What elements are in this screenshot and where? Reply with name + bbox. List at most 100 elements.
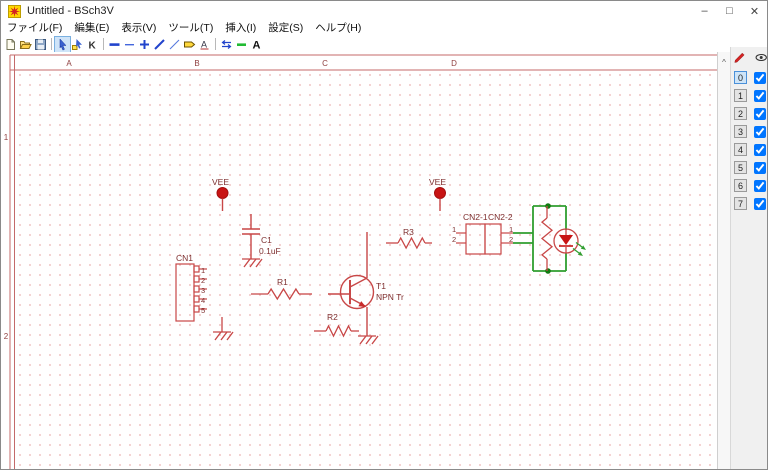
- thin-diagonal-line-tool-icon[interactable]: [167, 37, 182, 52]
- cn1-pin: 2: [201, 276, 205, 285]
- layer-button-3[interactable]: 3: [734, 125, 747, 138]
- minimize-button[interactable]: –: [701, 5, 708, 17]
- resistor-led-branch[interactable]: [540, 206, 554, 271]
- line-tool-icon[interactable]: [122, 37, 137, 52]
- layer-visible-checkbox-4[interactable]: [754, 143, 766, 156]
- menu-item-edit[interactable]: 編集(E): [74, 22, 110, 34]
- svg-text:A: A: [253, 39, 261, 51]
- r3-ref: R3: [403, 227, 414, 237]
- layer-visible-checkbox-0[interactable]: [754, 71, 766, 84]
- row-label-1: 1: [4, 133, 9, 142]
- power-symbol-vee-2[interactable]: VEE: [429, 177, 446, 211]
- layer-button-1[interactable]: 1: [734, 89, 747, 102]
- menu-item-insert[interactable]: 挿入(I): [225, 22, 257, 34]
- block-select-tool-icon[interactable]: [70, 37, 85, 52]
- vee-label: VEE: [212, 177, 229, 187]
- select-tool-icon[interactable]: [54, 35, 71, 53]
- led-emission-arrows: [572, 242, 586, 256]
- cn1-ref: CN1: [176, 253, 193, 263]
- new-document-icon[interactable]: [3, 37, 18, 52]
- layer-visible-checkbox-6[interactable]: [754, 179, 766, 192]
- svg-text:K: K: [89, 40, 97, 51]
- window-title: Untitled - BSch3V: [27, 5, 114, 17]
- resistor-r3[interactable]: R3: [386, 227, 432, 250]
- connector-cn2[interactable]: CN2-1 CN2-2 1 2 1 2: [452, 212, 513, 255]
- menu-item-view[interactable]: 表示(V): [121, 22, 157, 34]
- c1-ref: C1: [261, 235, 272, 245]
- cn2-right-ref: CN2-2: [488, 212, 513, 222]
- layer-visible-checkbox-7[interactable]: [754, 197, 766, 210]
- text-underline-tool-icon[interactable]: A: [197, 37, 212, 52]
- layer-row-2: 2: [731, 107, 767, 120]
- grid-dots: [15, 70, 717, 469]
- layer-panel: 0 1 2 3 4 5 6: [730, 47, 767, 469]
- cn1-pin: 4: [201, 296, 205, 305]
- schematic-canvas[interactable]: A B C D 1 2 VEE C1 0.1uF: [1, 52, 717, 469]
- green-segment-tool-icon[interactable]: [234, 37, 249, 52]
- layer-row-3: 3: [731, 125, 767, 138]
- connector-cn1[interactable]: CN1 1 2 3 4 5: [175, 253, 207, 322]
- close-button[interactable]: ✕: [749, 5, 760, 18]
- wire-net[interactable]: [513, 203, 567, 274]
- cn1-pin: 1: [201, 266, 205, 275]
- save-icon[interactable]: [33, 37, 48, 52]
- title-bar: Untitled - BSch3V – □ ✕: [1, 1, 767, 21]
- text-bold-tool-icon[interactable]: A: [249, 37, 264, 52]
- ground-symbol-1[interactable]: [242, 258, 263, 268]
- menu-bar: ファイル(F) 編集(E) 表示(V) ツール(T) 挿入(I) 設定(S) ヘ…: [1, 21, 767, 36]
- net-check-tool-icon[interactable]: K: [85, 37, 100, 52]
- menu-item-settings[interactable]: 設定(S): [268, 22, 304, 34]
- layer-button-7[interactable]: 7: [734, 197, 747, 210]
- cn2-pin: 2: [452, 235, 456, 244]
- layer-visible-checkbox-2[interactable]: [754, 107, 766, 120]
- menu-item-help[interactable]: ヘルプ(H): [315, 22, 362, 34]
- cn1-pin: 5: [201, 306, 205, 315]
- menu-item-file[interactable]: ファイル(F): [7, 22, 63, 34]
- layer-visible-checkbox-1[interactable]: [754, 89, 766, 102]
- layer-button-0[interactable]: 0: [734, 71, 747, 84]
- layer-visible-checkbox-5[interactable]: [754, 161, 766, 174]
- junction-tool-icon[interactable]: [137, 37, 152, 52]
- led-d1[interactable]: [553, 228, 586, 256]
- svg-text:A: A: [201, 39, 207, 49]
- toolbar: K A A: [1, 35, 767, 53]
- layer-button-4[interactable]: 4: [734, 143, 747, 156]
- c1-value: 0.1uF: [259, 246, 281, 256]
- diagonal-line-tool-icon[interactable]: [152, 37, 167, 52]
- schematic-drawing: A B C D 1 2 VEE C1 0.1uF: [4, 54, 717, 469]
- layer-button-6[interactable]: 6: [734, 179, 747, 192]
- layer-panel-header: [731, 49, 767, 65]
- maximize-button[interactable]: □: [726, 5, 733, 17]
- app-icon: [8, 4, 21, 18]
- visibility-eye-icon: [755, 53, 767, 61]
- menu-item-tool[interactable]: ツール(T): [168, 22, 214, 34]
- resistor-r1[interactable]: R1: [251, 277, 312, 301]
- transistor-t1[interactable]: T1 NPN Tr: [328, 232, 404, 336]
- r1-ref: R1: [277, 277, 288, 287]
- row-label-2: 2: [4, 332, 9, 341]
- column-label-b: B: [194, 59, 199, 68]
- layer-row-0: 0: [731, 71, 767, 84]
- canvas-vertical-scrollbar[interactable]: ^: [717, 52, 730, 469]
- cn2-pin: 1: [509, 225, 513, 234]
- capacitor-c1[interactable]: C1 0.1uF: [242, 214, 281, 259]
- ground-symbol-3[interactable]: [358, 335, 379, 345]
- layer-button-5[interactable]: 5: [734, 161, 747, 174]
- bus-tool-icon[interactable]: [107, 37, 122, 52]
- resistor-r2[interactable]: R2: [314, 312, 359, 338]
- t1-value: NPN Tr: [376, 292, 404, 302]
- net-label-tool-icon[interactable]: [182, 37, 197, 52]
- layer-button-2[interactable]: 2: [734, 107, 747, 120]
- reverse-arrows-tool-icon[interactable]: [219, 37, 234, 52]
- sheet-frame: [9, 54, 717, 469]
- layer-visible-checkbox-3[interactable]: [754, 125, 766, 138]
- open-file-icon[interactable]: [18, 37, 33, 52]
- layer-row-4: 4: [731, 143, 767, 156]
- layer-row-7: 7: [731, 197, 767, 210]
- column-label-a: A: [66, 59, 72, 68]
- junction-dot: [545, 203, 551, 209]
- ground-symbol-2[interactable]: [213, 317, 234, 341]
- scroll-up-icon[interactable]: ^: [722, 58, 726, 67]
- layer-list: 0 1 2 3 4 5 6: [731, 71, 767, 210]
- power-symbol-vee-1[interactable]: VEE: [212, 177, 229, 211]
